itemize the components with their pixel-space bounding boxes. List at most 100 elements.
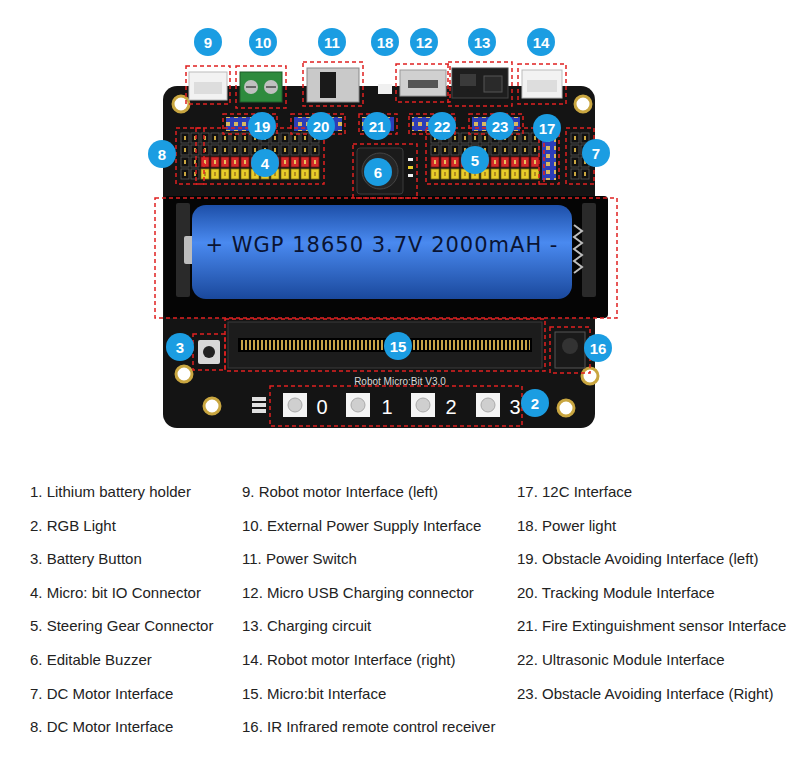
led-pads [252,409,266,413]
led-pads [252,397,266,401]
rgb-led [351,398,365,412]
legend-list-item: 2. RGB Light [30,517,116,535]
callout-number: 16 [584,334,612,362]
pcb-board [163,86,595,428]
highlight-box [448,62,512,106]
power-switch [320,72,336,98]
motor-connector [527,80,557,92]
legend-list-item: 14. Robot motor Interface (right) [242,651,455,669]
legend-list-item: 8. DC Motor Interface [30,718,173,736]
legend-list-item: 21. Fire Extinguishment sensor Interface [517,617,786,635]
callout-number: 10 [249,28,277,56]
rgb-led [283,393,307,417]
callout-number: 2 [521,389,549,417]
mounting-hole [575,96,591,112]
callout-number: 3 [166,333,194,361]
legend-list-item: 12. Micro USB Charging connector [242,584,474,602]
motor-connector [194,82,222,94]
pcb-board [163,86,595,428]
rgb-led [416,398,430,412]
callout-number: 8 [148,140,176,168]
callout-number: 7 [582,139,610,167]
legend-list-item: 23. Obstacle Avoiding Interface (Right) [517,685,774,703]
led-number: 2 [445,396,456,419]
highlight-box [193,334,225,370]
ir-receiver [555,332,585,368]
highlight-box [303,62,363,106]
legend-list-item: 7. DC Motor Interface [30,685,173,703]
callout-number: 17 [533,114,561,142]
highlight-box [176,128,204,184]
highlight-box [270,386,522,426]
ir-receiver [562,338,578,354]
buzzer [408,158,413,161]
legend-list-item: 4. Micro: bit IO Connector [30,584,201,602]
highlight-box [225,319,545,371]
ir-receiver [555,332,585,368]
usb-connector [400,70,446,96]
legend-list-item: 3. Battery Button [30,550,142,568]
buzzer [362,153,398,189]
mounting-hole [204,398,220,414]
battery-print: + WGP 18650 3.7V 2000mAH - [206,233,559,257]
legend-list-item: 16. IR Infrared remote control receiver [242,718,495,736]
buzzer [357,148,413,194]
buzzer [408,166,413,169]
mounting-hole [176,366,192,382]
terminal-block [244,80,258,94]
legend-list-item: 13. Charging circuit [242,617,371,635]
battery-holder [582,203,596,297]
buzzer [408,174,413,177]
legend-list-item: 5. Steering Gear Connector [30,617,213,635]
battery-cell [184,205,582,299]
usb-connector [408,80,438,88]
led-pads [252,397,266,413]
callout-number: 14 [527,28,555,56]
mounting-hole [173,96,598,416]
terminal-block [264,80,278,94]
highlight-box [236,66,286,108]
callout-number: 18 [371,28,399,56]
power-led [378,84,392,94]
battery-button [198,340,220,364]
buzzer [357,148,403,194]
legend-list-item: 10. External Power Supply Interface [242,517,481,535]
callout-number: 4 [251,149,279,177]
mounting-hole [582,368,598,384]
terminal-block [240,72,282,102]
legend-list-item: 11. Power Switch [242,550,357,568]
microbit-slot [228,322,542,368]
legend-list-item: 19. Obstacle Avoiding Interface (left) [517,550,759,568]
rgb-led [346,393,370,417]
highlight-box [396,64,450,102]
rgb-led [481,398,495,412]
charging-chip [460,74,476,86]
callout-number: 22 [428,112,456,140]
led-number: 3 [509,396,520,419]
pin-header [180,132,200,180]
legend-list-item: 17. 12C Interface [517,483,632,501]
callout-number: 6 [364,158,392,186]
microbit-slot [228,322,542,368]
legend-list-item: 20. Tracking Module Interface [517,584,715,602]
legend-list-item: 22. Ultrasonic Module Interface [517,651,725,669]
charging-chip [452,68,508,98]
callout-number: 11 [318,28,346,56]
callout-number: 9 [194,28,222,56]
power-switch [307,68,359,102]
battery-holder [164,196,608,318]
mounting-hole [558,400,574,416]
battery-button [198,340,220,364]
motor-connector [189,72,227,100]
battery-cell [574,225,582,273]
highlight-box [155,198,617,318]
rgb-led [288,398,302,412]
highlight-box [186,66,230,104]
power-led [378,84,392,94]
callout-number: 21 [363,112,391,140]
led-pads [252,403,266,407]
charging-chip [452,68,508,98]
charging-chip [484,76,502,92]
callout-number: 12 [410,28,438,56]
